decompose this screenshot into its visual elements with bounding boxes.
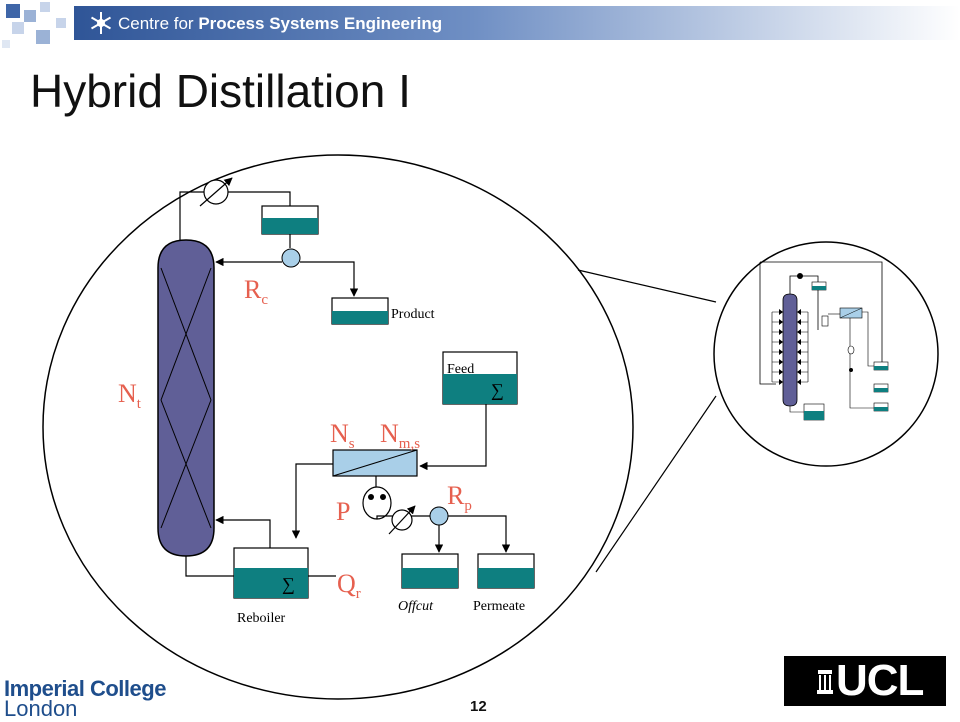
product-tank xyxy=(331,297,389,325)
var-nt: Nt xyxy=(118,379,142,412)
product-label: Product xyxy=(391,307,435,322)
condenser xyxy=(199,177,233,207)
reboiler-label: Reboiler xyxy=(237,611,286,626)
boilup-line xyxy=(215,515,271,548)
permeate-product-line xyxy=(448,515,511,553)
zoom-ellipse xyxy=(42,154,634,700)
var-ns: Ns xyxy=(330,419,355,452)
connector-line-bottom xyxy=(595,395,717,573)
reflux-drum xyxy=(261,205,319,235)
snowflake-icon xyxy=(90,12,112,34)
membrane-module xyxy=(332,449,418,477)
header-title: Centre for Process Systems Engineering xyxy=(118,14,443,33)
retentate-line xyxy=(291,463,333,539)
var-nms: Nm,s xyxy=(380,419,420,452)
reboiler-sigma-icon: ∑ xyxy=(282,574,295,594)
feed-label: Feed xyxy=(447,362,474,377)
permeate-splitter xyxy=(429,506,449,526)
permeate-tank xyxy=(477,553,535,589)
var-p: P xyxy=(336,497,350,526)
imperial-college-logo: Imperial College London xyxy=(4,676,166,721)
feed-line xyxy=(419,404,487,471)
page-number: 12 xyxy=(470,698,487,715)
imperial-logo-line1: Imperial College xyxy=(4,676,166,701)
ucl-portico-icon xyxy=(817,670,833,694)
var-rp: Rp xyxy=(447,481,472,514)
reboiler: ∑ xyxy=(233,547,309,599)
slide-title: Hybrid Distillation I xyxy=(30,65,411,117)
offcut-label: Offcut xyxy=(398,599,434,614)
feed-tank: ∑ xyxy=(442,351,518,405)
bottoms-line xyxy=(185,556,234,577)
vacuum-pump xyxy=(362,486,392,520)
var-qr: Qr xyxy=(337,569,361,602)
connector-line-top xyxy=(577,269,717,303)
var-rc: Rc xyxy=(244,275,268,308)
permeate-label: Permeate xyxy=(473,599,525,614)
reflux-pump xyxy=(281,248,301,268)
overhead-line xyxy=(179,191,291,240)
heater-sigma-icon: ∑ xyxy=(491,380,504,400)
header-bar xyxy=(0,0,960,52)
distillation-column xyxy=(157,239,215,557)
ucl-logo xyxy=(784,656,946,706)
product-line xyxy=(300,261,359,297)
header-squares-decoration xyxy=(2,2,66,48)
permeate-condenser xyxy=(388,505,416,535)
overview-inset xyxy=(713,241,939,467)
imperial-logo-line2: London xyxy=(4,696,78,721)
offcut-tank xyxy=(401,553,459,589)
ucl-logo-text: UCL xyxy=(836,656,924,705)
permeate-line xyxy=(376,515,430,519)
